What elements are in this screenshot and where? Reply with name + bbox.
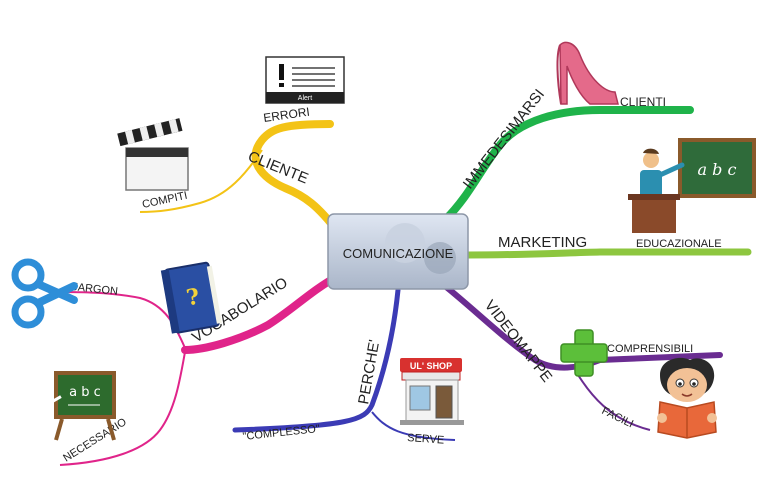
center-label: COMUNICAZIONE bbox=[343, 246, 454, 261]
alert-icon: Alert bbox=[265, 56, 345, 104]
shop-sign-text: UL' SHOP bbox=[410, 361, 452, 371]
leaf-label-errori: ERRORI bbox=[262, 105, 310, 125]
leaf-label-clienti: CLIENTI bbox=[620, 95, 666, 109]
branch-label-perche: PERCHE' bbox=[355, 338, 383, 405]
board-text: a b c bbox=[698, 160, 737, 179]
teacher-icon: a b c bbox=[628, 138, 756, 233]
leaf-line-facili bbox=[574, 369, 651, 431]
leaf-label-facili: FACILI bbox=[600, 405, 635, 431]
leaf-line-compiti bbox=[139, 149, 263, 213]
clapperboard-icon bbox=[117, 118, 189, 191]
book-mark-text: ? bbox=[184, 284, 201, 312]
shop-icon: UL' SHOP bbox=[400, 358, 464, 425]
branch-label-marketing: MARKETING bbox=[498, 234, 587, 251]
leaf-line-serve bbox=[371, 411, 456, 441]
leaf-line-necessario bbox=[59, 351, 186, 466]
branch-line-cliente bbox=[251, 120, 342, 236]
leaf-label-educazionale: EDUCAZIONALE bbox=[636, 238, 722, 250]
scissors-icon bbox=[11, 258, 78, 329]
leaf-label-complesso: "COMPLESSO" bbox=[242, 423, 320, 443]
branch-label-immedesimarsi: IMMEDESIMARSI bbox=[460, 86, 548, 192]
alert-text: Alert bbox=[298, 95, 312, 102]
leaf-label-serve: SERVE bbox=[407, 432, 445, 447]
branch-line-marketing bbox=[464, 248, 752, 259]
branch-label-videomappe: VIDEOMAPPE bbox=[481, 297, 555, 386]
branch-line-perche bbox=[232, 287, 401, 433]
chalk-text: a b c bbox=[69, 385, 101, 400]
leaf-label-necessario: NECESSARIO bbox=[61, 416, 129, 465]
center-node[interactable]: COMUNICAZIONE bbox=[327, 213, 469, 290]
plus-icon bbox=[560, 329, 608, 377]
chalkboard-icon: a b c bbox=[49, 371, 116, 441]
leaf-label-jargon: JARGON bbox=[72, 281, 119, 298]
book-icon: ? bbox=[160, 261, 222, 334]
reading-boy-icon bbox=[657, 357, 717, 439]
high-heel-icon bbox=[556, 41, 619, 105]
leaf-label-comprensibili: COMPRENSIBILI bbox=[607, 343, 693, 355]
branch-line-vocabolario bbox=[181, 272, 342, 354]
branch-line-immedesimarsi bbox=[441, 106, 694, 224]
